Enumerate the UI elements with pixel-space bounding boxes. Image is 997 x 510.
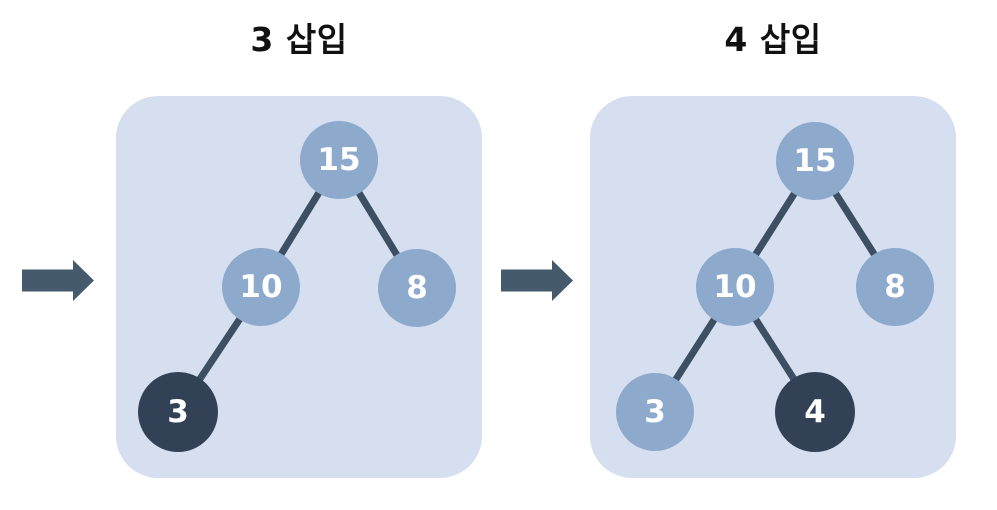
tree-node-label: 10 [713,269,756,305]
tree-node-10: 10 [696,248,774,326]
tree-node-4: 4 [775,372,855,452]
tree-node-3: 3 [138,372,218,452]
tree-node-circle [856,248,934,326]
right-arrow-icon [501,260,573,301]
tree-node-label: 15 [317,142,360,178]
tree-node-label: 8 [884,269,906,305]
tree-node-10: 10 [222,248,300,326]
tree-node-15: 15 [776,122,854,200]
step-1-title: 3 삽입 [250,20,348,59]
tree-node-label: 3 [167,394,189,430]
tree-node-8: 8 [378,249,456,327]
tree-node-circle [138,372,218,452]
right-arrow-icon [22,260,94,301]
tree-node-8: 8 [856,248,934,326]
tree-node-circle [696,248,774,326]
step-1-panel: 15 10 8 3 [116,96,482,478]
tree-node-circle [222,248,300,326]
tree-node-15: 15 [300,121,378,199]
tree-node-label: 3 [644,394,666,430]
tree-node-label: 8 [406,270,428,306]
tree-node-circle [775,372,855,452]
step-2-panel: 15 10 8 3 4 [590,96,956,478]
tree-node-label: 15 [793,143,836,179]
tree-node-circle [300,121,378,199]
tree-node-label: 4 [804,394,826,430]
step-2-tree-canvas: 15 10 8 3 4 [616,122,934,452]
tree-node-3: 3 [616,373,694,451]
step-2-title: 4 삽입 [724,20,822,59]
tree-node-circle [616,373,694,451]
step-1-tree-canvas: 15 10 8 3 [138,121,456,452]
tree-node-circle [378,249,456,327]
tree-node-label: 10 [239,269,282,305]
tree-node-circle [776,122,854,200]
